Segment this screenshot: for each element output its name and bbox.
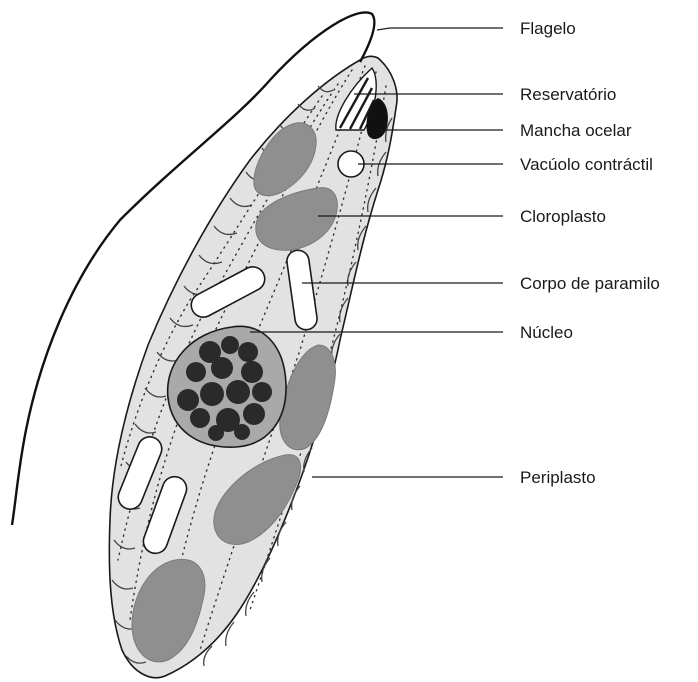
- label-reservatorio: Reservatório: [520, 85, 616, 104]
- label-corpo-de-paramilo: Corpo de paramilo: [520, 274, 660, 293]
- label-cloroplasto: Cloroplasto: [520, 207, 606, 226]
- label-periplasto: Periplasto: [520, 468, 596, 487]
- label-vacuolo-contractil: Vacúolo contráctil: [520, 155, 653, 174]
- label-flagelo: Flagelo: [520, 19, 576, 38]
- labels: Flagelo Reservatório Mancha ocelar Vacúo…: [520, 19, 660, 487]
- label-mancha-ocelar: Mancha ocelar: [520, 121, 632, 140]
- label-nucleo: Núcleo: [520, 323, 573, 342]
